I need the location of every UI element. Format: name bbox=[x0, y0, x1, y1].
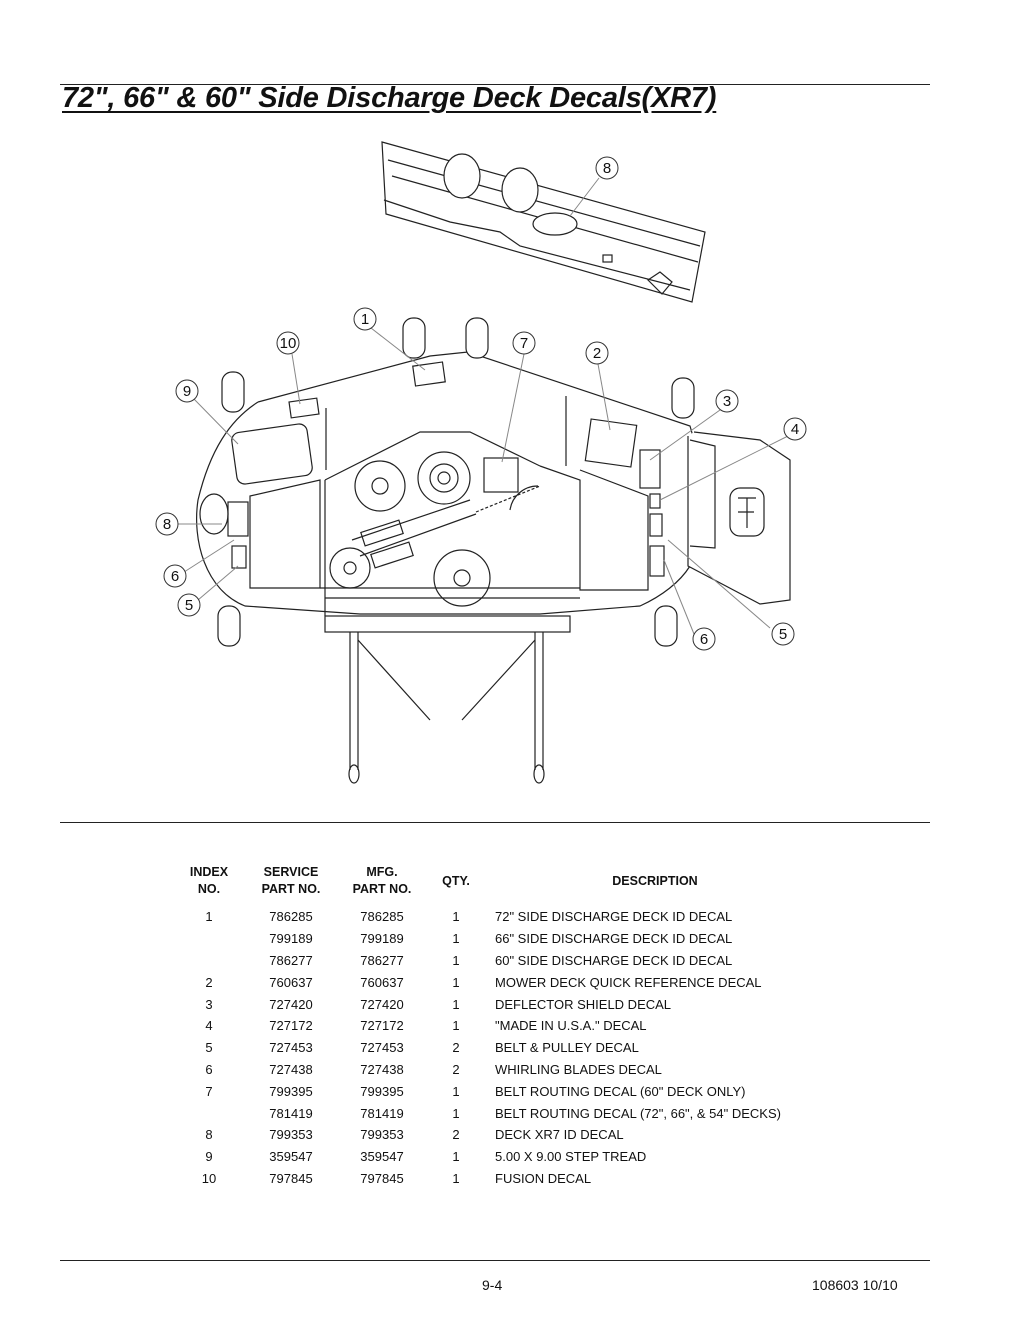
deck-decal-diagram: 8 1 10 7 2 9 3 4 8 6 5 6 5 bbox=[155, 141, 807, 784]
header-mfg-part: MFG.PART NO. bbox=[352, 865, 412, 896]
leader-lines bbox=[178, 177, 789, 635]
callout-3: 3 bbox=[723, 393, 731, 410]
page-number: 9-4 bbox=[482, 1277, 503, 1293]
top-rule bbox=[60, 84, 930, 85]
callout-8-top: 8 bbox=[603, 160, 611, 177]
mower-deck bbox=[196, 317, 791, 784]
callout-7: 7 bbox=[520, 335, 528, 352]
callout-5-left: 5 bbox=[185, 597, 193, 614]
callout-8-left: 8 bbox=[163, 516, 171, 533]
decal-shapes bbox=[199, 361, 665, 577]
page-title: 72", 66" & 60" Side Discharge Deck Decal… bbox=[62, 82, 717, 114]
header-qty: QTY. bbox=[442, 873, 470, 888]
callout-10: 10 bbox=[280, 335, 297, 352]
callout-2: 2 bbox=[593, 345, 601, 362]
callout-1: 1 bbox=[361, 311, 369, 328]
callout-9: 9 bbox=[183, 383, 191, 400]
deck-end-view bbox=[381, 141, 706, 303]
middle-rule bbox=[60, 822, 930, 823]
document-number: 108603 10/10 bbox=[812, 1277, 898, 1293]
header-description: DESCRIPTION bbox=[612, 873, 698, 888]
callout-4: 4 bbox=[791, 421, 799, 438]
callout-6-left: 6 bbox=[171, 568, 179, 585]
callout-6-right: 6 bbox=[700, 631, 708, 648]
bottom-rule bbox=[60, 1260, 930, 1261]
callout-5-right: 5 bbox=[779, 626, 787, 643]
